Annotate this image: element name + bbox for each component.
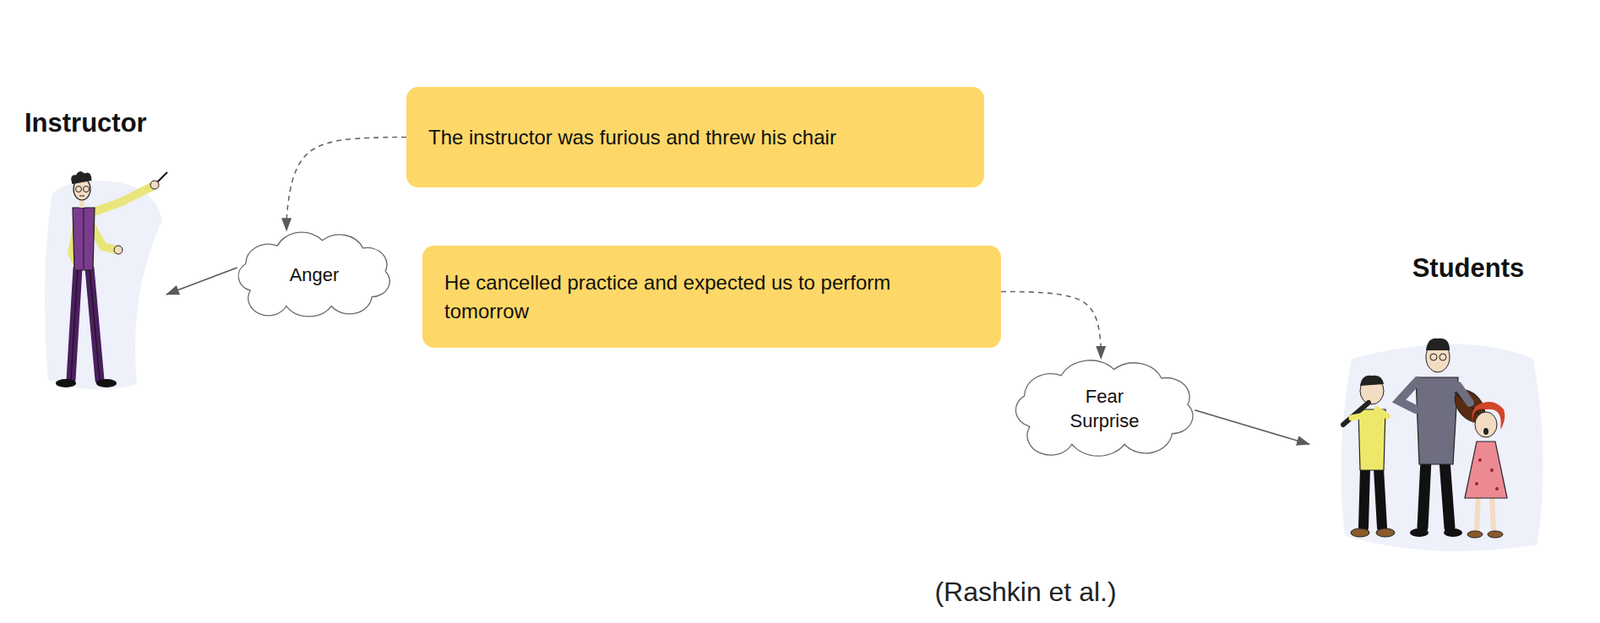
text-wrap: FearSurprise (1070, 384, 1140, 434)
emotion-label: Anger (289, 262, 340, 288)
emotion-label: Surprise (1070, 408, 1140, 434)
event-text: The instructor was furious and threw his… (428, 123, 837, 153)
event-text: He cancelled practice and expected us to… (444, 268, 980, 327)
text-wrap: The instructor was furious and threw his… (406, 114, 859, 161)
event-box: The instructor was furious and threw his… (406, 87, 985, 188)
group-heading: Instructor (24, 108, 167, 139)
emotion-label: Fear (1070, 384, 1140, 409)
person-group: Students (1309, 253, 1600, 562)
text-wrap: Students (1309, 253, 1600, 284)
dashed-arrow (1001, 291, 1101, 359)
cloud-outline (1008, 356, 1201, 461)
person-group: Instructor (24, 108, 167, 400)
text-wrap: Instructor (24, 108, 167, 139)
arrow (1194, 410, 1310, 446)
event-box: He cancelled practice and expected us to… (422, 245, 1002, 349)
text-wrap: Anger (289, 262, 340, 288)
arrow (166, 267, 238, 295)
dashed-arrow (286, 137, 407, 232)
emotion-cloud: Anger (232, 228, 397, 321)
group-heading: Students (1333, 253, 1600, 284)
emotion-cloud: FearSurprise (1008, 356, 1201, 461)
cloud-shape (238, 232, 390, 317)
cloud-shape (1015, 360, 1193, 457)
instructor-figure (44, 171, 168, 390)
citation-caption: (Rashkin et al.) (856, 575, 1195, 610)
students-figure (1341, 338, 1544, 552)
text-wrap: He cancelled practice and expected us to… (422, 260, 1002, 335)
